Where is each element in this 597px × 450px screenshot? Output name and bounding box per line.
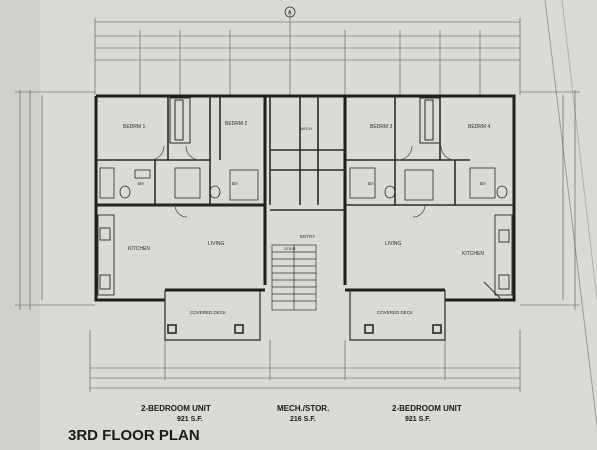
stair <box>271 244 317 311</box>
room-label-mech: MECH <box>300 126 312 131</box>
plan-title: 3RD FLOOR PLAN <box>68 427 200 444</box>
unit-center-name: MECH./STOR. <box>277 404 329 413</box>
room-label-stair: STAIR <box>284 246 296 251</box>
room-label-bedroom-3: BEDRM 3 <box>370 124 392 130</box>
section-marker-label: A <box>288 11 292 17</box>
room-label-bath-4: BA <box>480 181 486 186</box>
unit-left-name: 2-BEDROOM UNIT <box>141 404 211 413</box>
room-label-bedroom-1: BEDRM 1 <box>123 124 145 130</box>
room-label-bedroom-2: BEDRM 2 <box>225 121 247 127</box>
title-block-border <box>544 0 597 430</box>
closets <box>169 97 441 144</box>
room-label-deck-left: COVERED DECK <box>190 310 226 315</box>
room-label-kitchen-right: KITCHEN <box>462 251 484 257</box>
room-label-entry: ENTRY <box>300 234 315 239</box>
room-label-bath-3: BA <box>368 181 374 186</box>
room-label-deck-right: COVERED DECK <box>377 310 413 315</box>
room-label-bedroom-4: BEDRM 4 <box>468 124 490 130</box>
room-label-kitchen-left: KITCHEN <box>128 246 150 252</box>
interior-walls <box>96 96 514 211</box>
unit-right-name: 2-BEDROOM UNIT <box>392 404 462 413</box>
unit-left-area: 921 S.F. <box>177 416 203 423</box>
section-marker: A <box>284 6 296 18</box>
room-label-living-left: LIVING <box>208 241 225 247</box>
door-swings <box>149 145 456 218</box>
bathroom-fixtures <box>99 167 508 201</box>
unit-right-area: 921 S.F. <box>405 416 431 423</box>
covered-decks <box>164 290 446 341</box>
room-label-bath-2: BA <box>232 181 238 186</box>
top-dimensions <box>94 10 521 95</box>
side-dimensions <box>15 90 580 310</box>
room-label-living-right: LIVING <box>385 241 402 247</box>
unit-center-area: 216 S.F. <box>290 416 316 423</box>
kitchen-fixtures <box>97 214 513 299</box>
title-block-border-2 <box>561 0 597 301</box>
bottom-dimensions <box>89 330 521 392</box>
room-label-bath-1: BA <box>138 181 144 186</box>
